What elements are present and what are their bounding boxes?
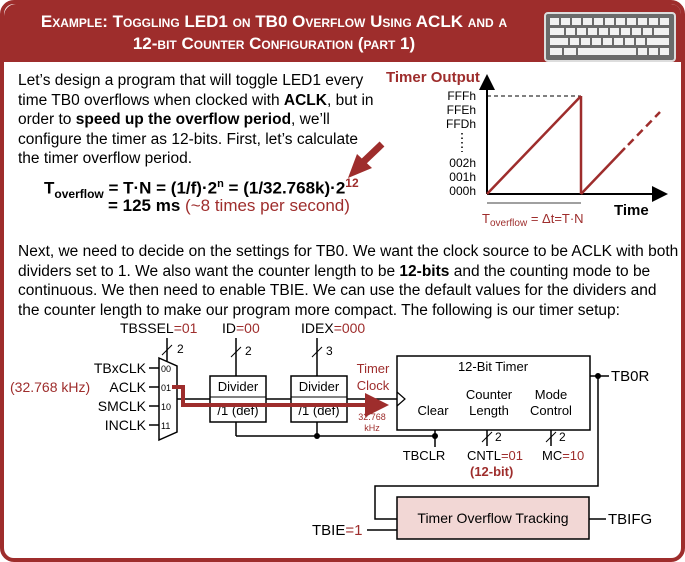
tick-001h: 001h: [449, 170, 476, 184]
tbclr-label: TBCLR: [403, 448, 446, 463]
clock-input-symbol: [396, 391, 406, 407]
eq-mid: = (1/32.768k)·2: [223, 178, 346, 198]
ramp-1: [486, 95, 582, 195]
intro-paragraph: Let’s design a program that will toggle …: [18, 71, 378, 169]
intro-text-3: , we’ll configure the timer as 12-bits. …: [18, 111, 358, 167]
divider-1: [209, 375, 267, 423]
eq-body: = T·N = (1/f)·2: [103, 178, 218, 198]
clock-mux: [158, 356, 178, 442]
title-line-2: 12-bit Counter Configuration (part 1): [132, 34, 416, 53]
mc-label: MC=10: [542, 448, 584, 463]
mux-code-01: 01: [161, 383, 171, 393]
tbssel-bus-width: 2: [177, 342, 184, 356]
period-label: Toverflow = Δt=T·N: [482, 211, 584, 229]
setup-text-1: Next, we need to decide on the settings …: [18, 243, 679, 280]
mux-code-00: 00: [161, 364, 171, 374]
overflow-equation: Toverflow = T·N = (1/f)·2n = (1/32.768k)…: [44, 176, 359, 201]
tbssel-label: TBSSEL=01: [120, 320, 198, 336]
counter-length-label-2: Length: [469, 403, 509, 418]
mux-code-10: 10: [161, 402, 171, 412]
eq-n: n: [217, 178, 224, 190]
eq-result: = 125 ms: [108, 196, 181, 215]
eq-exp: 12: [345, 176, 359, 190]
id-label: ID=00: [222, 320, 260, 336]
cntl-note: (12-bit): [470, 464, 513, 479]
setup-text-2: and the counting mode to be continuous. …: [18, 262, 657, 319]
divider-1-label: Divider: [218, 379, 259, 394]
graph-title: Timer Output: [386, 69, 480, 86]
divider-2-label: Divider: [299, 379, 340, 394]
timer-clock-label-1: Timer: [357, 361, 390, 376]
mux-code-11: 11: [161, 421, 170, 431]
twelve-bit-timer-block: [396, 355, 591, 431]
intro-bold: speed up the overflow period: [75, 111, 292, 128]
header-bar: Example: Toggling LED1 on TB0 Overflow U…: [4, 4, 681, 62]
timer-clock-unit: kHz: [364, 423, 380, 433]
tick-ffeh: FFEh: [447, 103, 476, 117]
keyboard-icon: [544, 12, 676, 62]
tbifg-label: TBIFG: [608, 511, 652, 528]
timer-output-graph: Timer Output FFFh FFEh FFDh 002h 001h 00…: [386, 69, 668, 229]
title-line-1: Example: Toggling LED1 on TB0 Overflow U…: [40, 12, 508, 31]
clear-label: Clear: [417, 403, 449, 418]
intro-text-1: Let’s design a program that will toggle …: [18, 72, 364, 109]
tick-002h: 002h: [449, 156, 476, 170]
timer-title: 12-Bit Timer: [458, 359, 529, 374]
aclk-signal-path: [172, 385, 389, 417]
setup-bold: 12-bits: [399, 262, 450, 280]
overflow-feedback-wire: [374, 376, 599, 520]
aclk-frequency: (32.768 kHz): [10, 379, 90, 395]
input-inclk: INCLK: [105, 417, 147, 433]
timer-block-diagram: TBSSEL=01 ID=00 IDEX=000 2 2 3 TBxCLK AC…: [10, 320, 652, 540]
slide-title: Example: Toggling LED1 on TB0 Overflow U…: [14, 11, 534, 55]
intro-text-2: , but in order to: [18, 91, 374, 129]
timer-clock-label-2: Clock: [357, 378, 390, 393]
pointer-arrow: [348, 141, 385, 178]
eq-sub: overflow: [54, 187, 104, 202]
tb0r-label: TB0R: [611, 368, 650, 385]
idex-bus-width: 3: [326, 344, 333, 358]
tick-fffh: FFFh: [447, 89, 476, 103]
input-tbxclk: TBxCLK: [94, 360, 147, 376]
tick-000h: 000h: [449, 184, 476, 198]
mode-control-label-2: Control: [530, 403, 572, 418]
ramp-2-dashed: [627, 111, 661, 146]
tick-ffdh: FFDh: [446, 117, 476, 131]
graph-x-label: Time: [614, 202, 649, 219]
timer-clock-freq: 32.768: [358, 412, 386, 422]
overflow-box-label: Timer Overflow Tracking: [417, 510, 568, 526]
id-bus-width: 2: [245, 344, 252, 358]
cntl-bus-width: 2: [495, 430, 502, 444]
tbie-label: TBIE=1: [312, 522, 362, 539]
eq-t: T: [44, 178, 55, 198]
input-smclk: SMCLK: [98, 398, 147, 414]
ramp-2: [580, 147, 626, 195]
setup-paragraph: Next, we need to decide on the settings …: [18, 242, 680, 320]
eq-note: (~8 times per second): [185, 196, 350, 215]
intro-aclk: ACLK: [283, 91, 327, 109]
counter-length-label-1: Counter: [466, 387, 513, 402]
overflow-result: = 125 ms (~8 times per second): [108, 196, 350, 216]
input-aclk: ACLK: [109, 379, 146, 395]
idex-label: IDEX=000: [301, 320, 365, 336]
cntl-label: CNTL=01: [467, 448, 523, 463]
mode-control-label-1: Mode: [535, 387, 568, 402]
timer-overflow-tracking-box: [396, 496, 590, 540]
mc-bus-width: 2: [559, 430, 566, 444]
